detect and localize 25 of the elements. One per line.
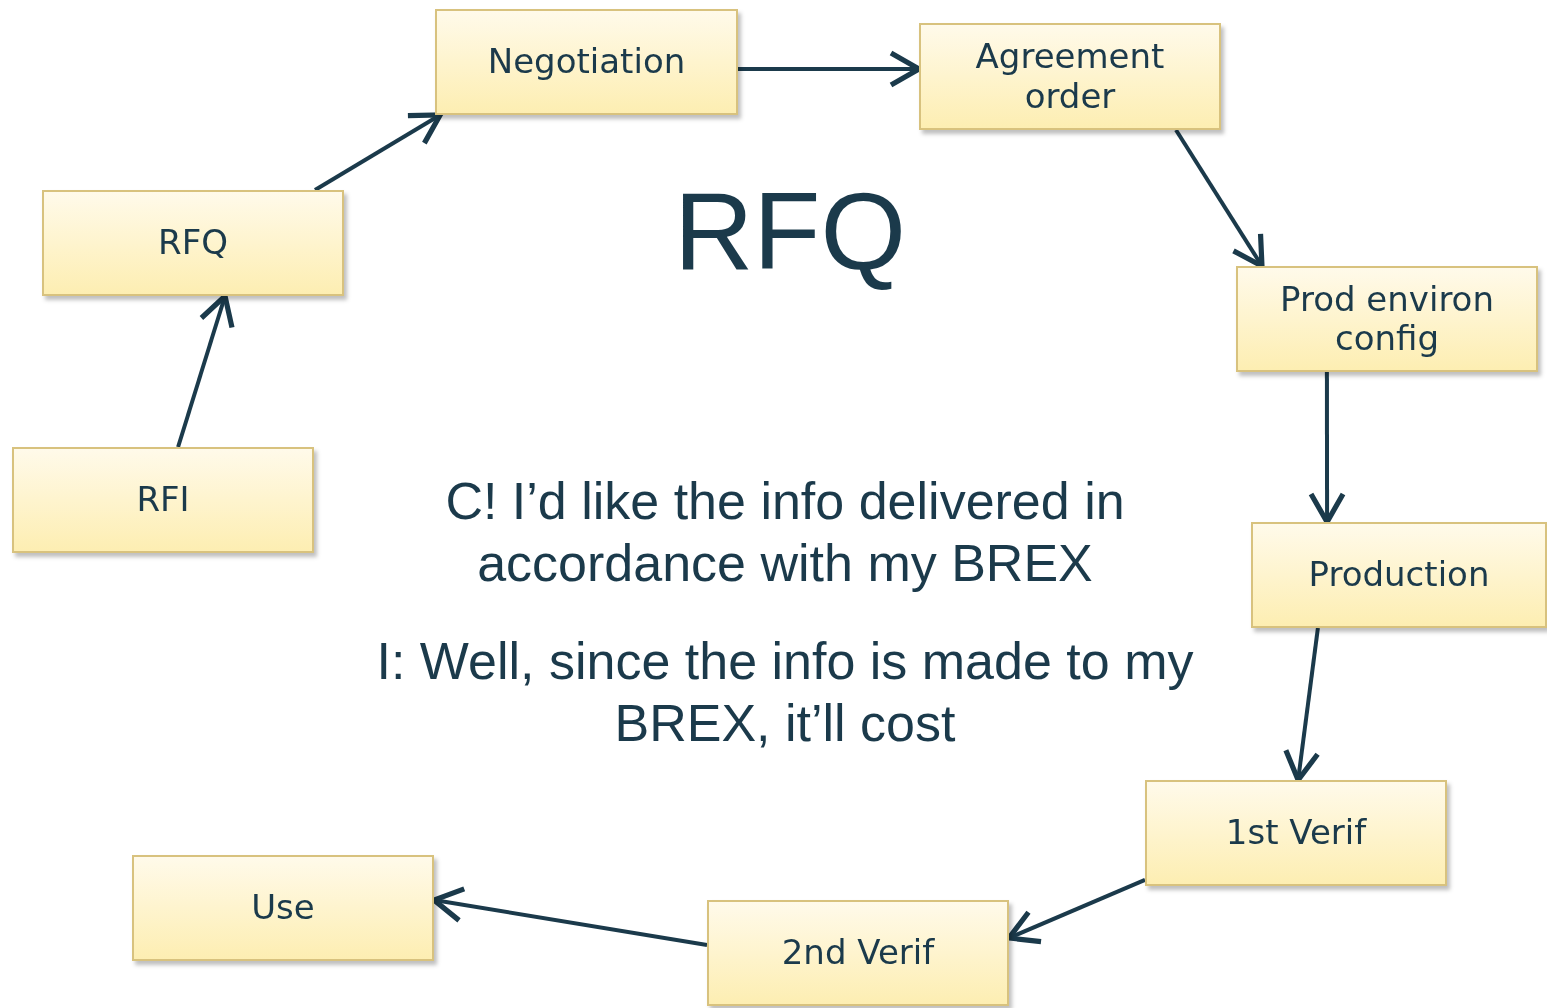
dialogue-text: C! I’d like the info delivered in accordance with my BREX bbox=[444, 471, 1126, 595]
process-box bbox=[12, 447, 314, 553]
process-box bbox=[42, 190, 344, 296]
arrow bbox=[1283, 627, 1321, 783]
box-label: Agreement order bbox=[974, 37, 1166, 116]
diagram-title: RFQ bbox=[672, 170, 908, 291]
box-label: RFI bbox=[136, 480, 190, 520]
box-label: Use bbox=[251, 888, 315, 928]
process-box bbox=[132, 855, 434, 961]
dialogue-text: I: Well, since the info is made to my BREX, it’ll cost bbox=[375, 631, 1195, 755]
arrow bbox=[314, 112, 443, 192]
box-label: Production bbox=[1308, 555, 1490, 595]
process-box bbox=[707, 900, 1009, 1006]
process-box bbox=[919, 23, 1221, 130]
box-label: Negotiation bbox=[487, 42, 686, 82]
arrow bbox=[1308, 372, 1346, 525]
process-box bbox=[1251, 522, 1547, 628]
arrow bbox=[1174, 128, 1265, 269]
box-label: 2nd Verif bbox=[781, 933, 935, 973]
box-label: Prod environ config bbox=[1279, 279, 1495, 359]
process-box bbox=[1236, 266, 1538, 372]
process-box bbox=[1145, 780, 1447, 886]
box-label: 1st Verif bbox=[1225, 813, 1367, 853]
process-box bbox=[435, 9, 738, 115]
box-label: RFQ bbox=[158, 223, 228, 263]
